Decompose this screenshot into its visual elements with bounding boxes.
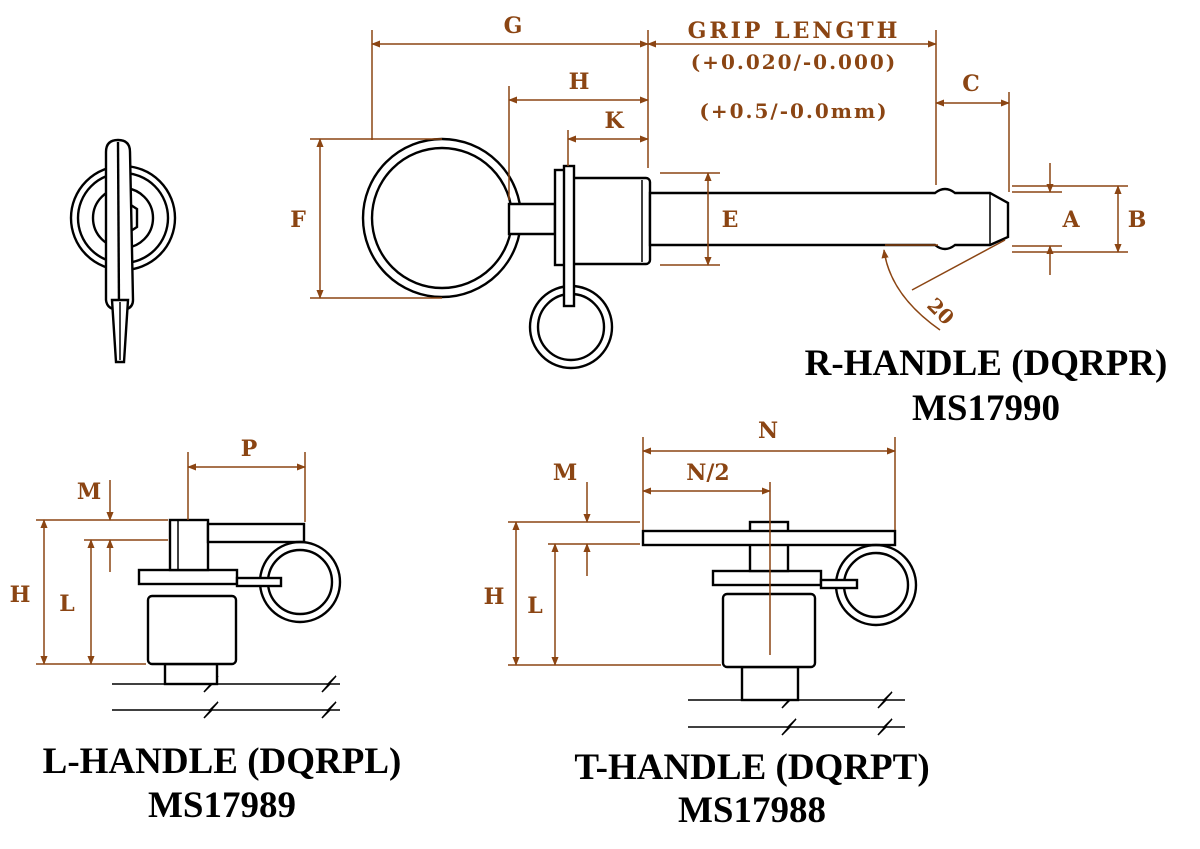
t-handle-title: T-HANDLE (DQRPT): [574, 747, 929, 788]
dim-label-l: L: [59, 591, 74, 617]
dim-label-tolerance-mm: (+0.5/-0.0mm): [699, 99, 888, 123]
r-handle-caption: R-HANDLE (DQRPR) MS17990: [805, 343, 1168, 429]
end-view: [69, 138, 177, 364]
t-handle-part-number: MS17988: [678, 790, 826, 831]
l-handle-dimension-labels: P M H L: [10, 436, 258, 617]
dim-label-l: L: [527, 593, 542, 619]
r-handle-pin: [361, 137, 1010, 370]
l-handle-part-number: MS17989: [148, 785, 296, 826]
l-handle-dimensions: [36, 452, 306, 665]
dim-label-h: H: [569, 69, 590, 95]
dim-label-e: E: [722, 207, 739, 233]
dim-label-n-half: N/2: [686, 460, 729, 486]
dim-label-h: H: [484, 584, 505, 610]
dim-label-tolerance-inch: (+0.020/-0.000): [691, 50, 898, 74]
dim-label-n: N: [758, 418, 778, 444]
dim-label-m: M: [553, 460, 577, 486]
dim-label-a: A: [1061, 207, 1080, 233]
dim-label-k: K: [604, 108, 624, 134]
dim-label-b: B: [1128, 207, 1147, 233]
l-handle-caption: L-HANDLE (DQRPL) MS17989: [43, 741, 402, 826]
dim-label-c: C: [962, 71, 980, 97]
r-handle-dimensions: [310, 30, 1128, 331]
l-handle-pin: [112, 518, 342, 719]
t-handle-pin: [641, 482, 918, 736]
dim-label-g: G: [504, 13, 523, 39]
dim-label-f: F: [290, 207, 306, 233]
l-handle-title: L-HANDLE (DQRPL): [43, 741, 402, 782]
r-handle-part-number: MS17990: [912, 388, 1060, 429]
t-handle-dimensions: [508, 437, 896, 666]
dim-label-p: P: [241, 436, 258, 462]
t-handle-caption: T-HANDLE (DQRPT) MS17988: [574, 747, 929, 831]
r-handle-dimension-labels: G GRIP LENGTH (+0.020/-0.000) (+0.5/-0.0…: [290, 13, 1146, 330]
dim-label-m: M: [77, 479, 101, 505]
r-handle-title: R-HANDLE (DQRPR): [805, 343, 1168, 384]
t-handle-dimension-labels: N N/2 M H L: [484, 418, 778, 619]
dim-label-h: H: [10, 582, 31, 608]
dim-label-angle: 20: [922, 293, 959, 330]
dim-label-grip-length: GRIP LENGTH: [688, 18, 901, 44]
